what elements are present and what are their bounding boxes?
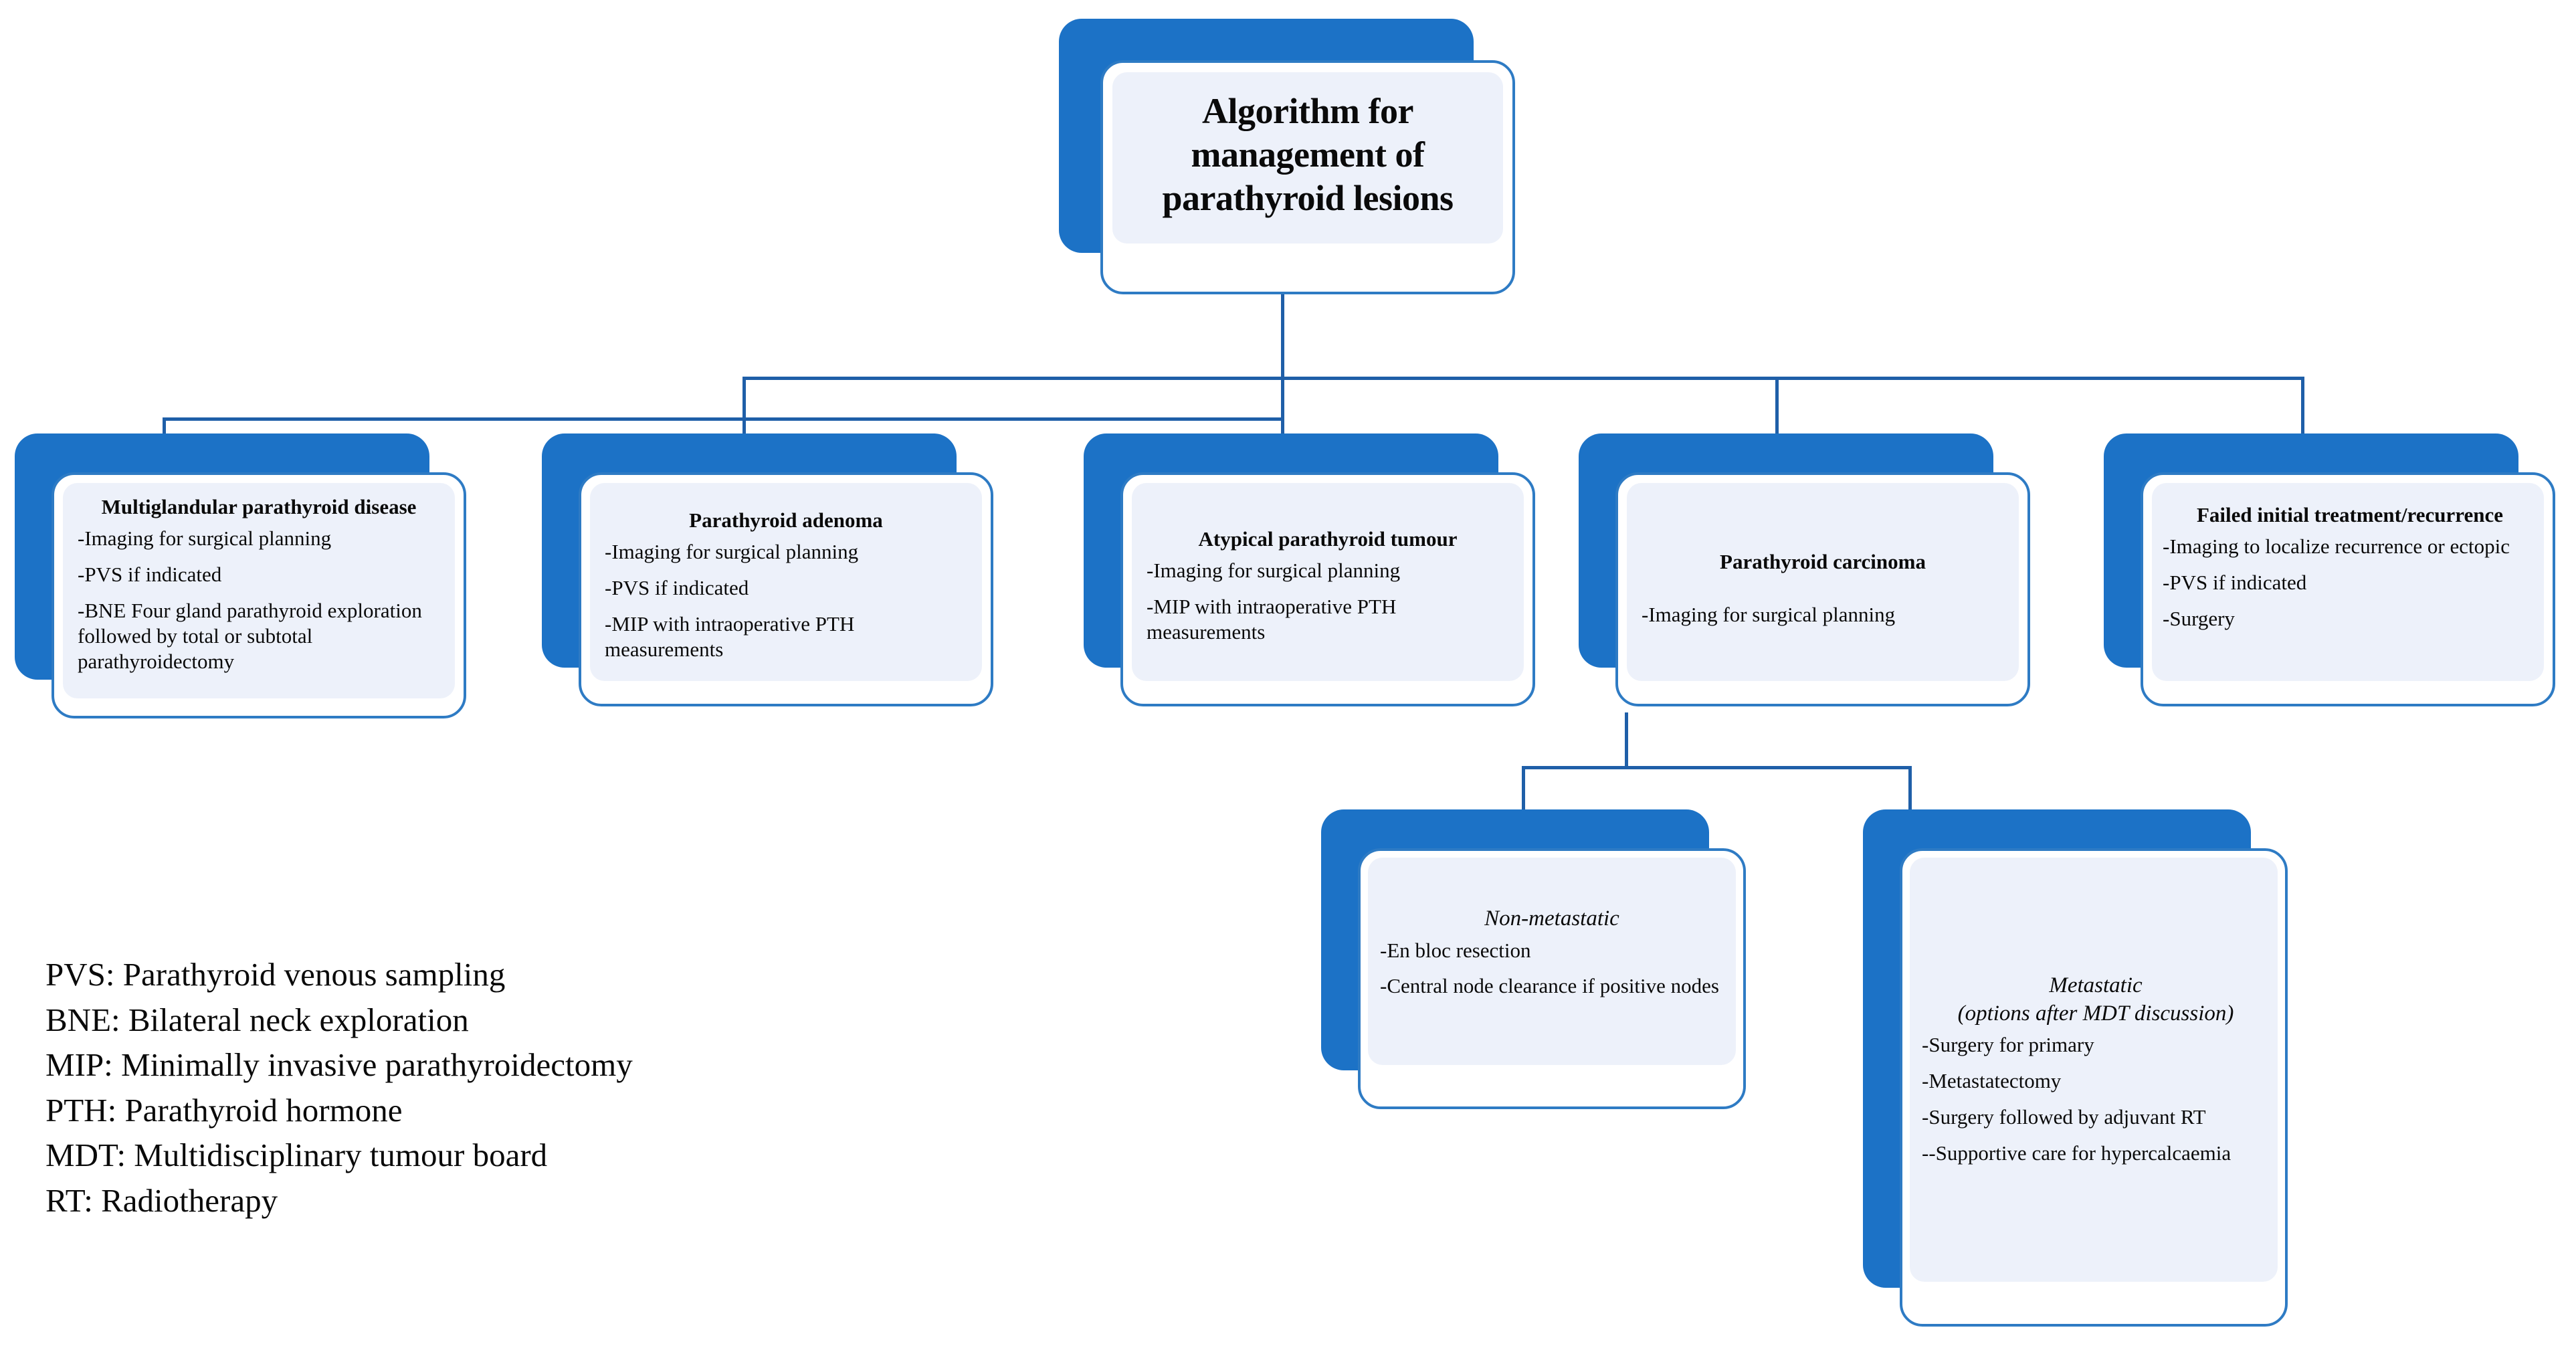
node-bullets: -Imaging to localize recurrence or ectop…	[2163, 534, 2537, 631]
bullet-item: -Surgery followed by adjuvant RT	[1922, 1104, 2206, 1129]
node-inner-fill	[1627, 483, 2019, 681]
node-title: Non-metastatic	[1484, 906, 1619, 931]
bullet-item: -PVS if indicated	[78, 563, 222, 587]
node-title: Multiglandular parathyroid disease	[101, 495, 417, 518]
bullet-item: -Imaging for surgical planning	[1147, 559, 1401, 583]
node-bullets: -En bloc resection -Central node clearan…	[1380, 938, 1724, 999]
node-content: Parathyroid carcinoma -Imaging for surgi…	[1627, 483, 2019, 627]
connector-bus-upper	[742, 377, 2304, 380]
node-subtitle: (options after MDT discussion)	[1957, 1001, 2234, 1026]
legend-row: PVS: Parathyroid venous sampling	[45, 956, 506, 993]
node-title: Parathyroid adenoma	[689, 508, 883, 532]
node-content: Non-metastatic -En bloc resection -Centr…	[1368, 858, 1736, 999]
node-root-title: Algorithm for management of parathyroid …	[1162, 91, 1454, 218]
connector-drop-non-metastatic	[1522, 766, 1525, 809]
bullet-item: -PVS if indicated	[2163, 571, 2307, 595]
bullet-item: -Imaging for surgical planning	[605, 540, 859, 564]
node-parathyroid-adenoma[interactable]: Parathyroid adenoma -Imaging for surgica…	[542, 433, 993, 706]
node-inner-fill	[63, 483, 455, 698]
node-title: Atypical parathyroid tumour	[1198, 527, 1458, 551]
node-atypical-parathyroid-tumour[interactable]: Atypical parathyroid tumour -Imaging for…	[1084, 433, 1535, 706]
bullet-item: -Central node clearance if positive node…	[1380, 974, 1719, 998]
node-inner-fill	[1368, 858, 1736, 1065]
node-failed-initial-treatment-recurrence[interactable]: Failed initial treatment/recurrence -Ima…	[2104, 433, 2555, 706]
bullet-item: -Metastatectomy	[1922, 1069, 2062, 1092]
bullet-item: -MIP with intraoperative PTH measurement…	[605, 611, 855, 661]
bullet-item: -En bloc resection	[1380, 938, 1531, 962]
legend-row: BNE: Bilateral neck exploration	[45, 1001, 469, 1038]
node-content: Atypical parathyroid tumour -Imaging for…	[1132, 483, 1524, 645]
bullet-item: -MIP with intraoperative PTH measurement…	[1147, 595, 1397, 644]
connector-drop-branch-4	[1775, 377, 1779, 437]
node-bullets: -Imaging for surgical planning -PVS if i…	[605, 539, 967, 662]
node-multiglandular-parathyroid-disease[interactable]: Multiglandular parathyroid disease -Imag…	[15, 433, 466, 718]
abbreviations-legend: PVS: Parathyroid venous sampling BNE: Bi…	[45, 952, 633, 1224]
node-content: Parathyroid adenoma -Imaging for surgica…	[590, 483, 982, 662]
legend-row: MIP: Minimally invasive parathyroidectom…	[45, 1046, 633, 1084]
node-bullets: -Imaging for surgical planning -PVS if i…	[78, 526, 440, 674]
connector-drop-metastatic	[1908, 766, 1912, 809]
node-root-inner-fill	[1112, 72, 1503, 244]
connector-carcinoma-stem	[1625, 712, 1628, 768]
node-content: Multiglandular parathyroid disease -Imag…	[63, 483, 455, 674]
node-content: Metastatic (options after MDT discussion…	[1910, 858, 2278, 1165]
legend-row: PTH: Parathyroid hormone	[45, 1091, 403, 1129]
node-content: Failed initial treatment/recurrence -Ima…	[2152, 483, 2544, 632]
node-non-metastatic[interactable]: Non-metastatic -En bloc resection -Centr…	[1321, 809, 1746, 1109]
connector-drop-branch-2	[742, 377, 746, 437]
bullet-item: -Imaging for surgical planning	[1642, 603, 1896, 627]
node-inner-fill	[2152, 483, 2544, 681]
legend-row: MDT: Multidisciplinary tumour board	[45, 1137, 548, 1174]
node-bullets: -Imaging for surgical planning	[1642, 602, 2004, 627]
connector-drop-branch-3	[1281, 377, 1284, 437]
connector-bus-lower	[163, 417, 1283, 421]
bullet-item: -Surgery for primary	[1922, 1033, 2094, 1057]
bullet-item: -Imaging to localize recurrence or ectop…	[2163, 535, 2510, 559]
node-title: Failed initial treatment/recurrence	[2197, 503, 2503, 526]
bullet-item: -PVS if indicated	[605, 576, 749, 600]
node-inner-fill	[590, 483, 982, 681]
node-root-content: Algorithm for management of parathyroid …	[1112, 72, 1503, 219]
node-title: Parathyroid carcinoma	[1720, 550, 1926, 573]
bullet-item: -Surgery	[2163, 606, 2235, 630]
node-inner-fill	[1910, 858, 2278, 1282]
node-inner-fill	[1132, 483, 1524, 681]
connector-drop-branch-1	[163, 417, 166, 436]
legend-row: RT: Radiotherapy	[45, 1182, 278, 1220]
bullet-item: --Supportive care for hypercalcaemia	[1922, 1141, 2232, 1165]
node-bullets: -Surgery for primary -Metastatectomy -Su…	[1922, 1032, 2270, 1165]
bullet-item: -Imaging for surgical planning	[78, 526, 332, 551]
node-parathyroid-carcinoma[interactable]: Parathyroid carcinoma -Imaging for surgi…	[1579, 433, 2030, 706]
connector-drop-branch-5	[2301, 377, 2304, 437]
bullet-item: -BNE Four gland parathyroid exploration …	[78, 598, 422, 673]
node-title: Metastatic	[2049, 973, 2143, 997]
node-metastatic[interactable]: Metastatic (options after MDT discussion…	[1863, 809, 2288, 1327]
connector-carcinoma-bus	[1522, 766, 1912, 769]
node-bullets: -Imaging for surgical planning -MIP with…	[1147, 558, 1509, 644]
node-root[interactable]: Algorithm for management of parathyroid …	[1059, 19, 1515, 294]
